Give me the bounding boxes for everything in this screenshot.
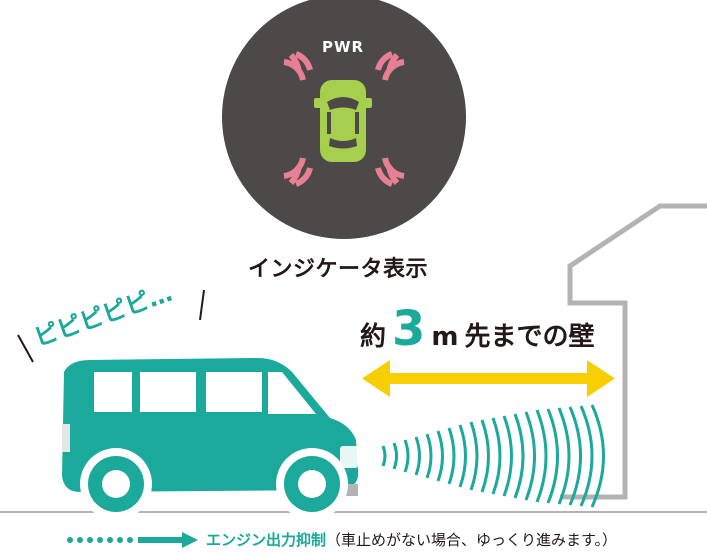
wall-outline	[560, 203, 707, 500]
distance-arrow	[362, 360, 615, 397]
distance-suffix: 先までの壁	[464, 322, 595, 352]
rear-wheel-icon	[80, 448, 152, 520]
indicator-display	[222, 0, 466, 239]
indicator-caption: インジケータ表示	[248, 257, 429, 282]
vehicle-side-view	[62, 358, 359, 520]
beep-slash-right	[199, 289, 205, 321]
wave-front-left-icon	[283, 51, 313, 81]
distance-unit: m	[431, 322, 459, 352]
distance-label: 約 3 m 先までの壁	[360, 305, 595, 353]
legend-main-text: エンジン出力抑制	[206, 530, 327, 549]
legend-arrow-icon	[67, 532, 198, 548]
front-wheel-icon	[276, 448, 348, 520]
distance-prefix: 約	[360, 322, 387, 352]
distance-value: 3	[392, 301, 426, 357]
legend: エンジン出力抑制 （車止めがない場合、ゆっくり進みます。）	[206, 528, 617, 550]
wave-rear-right-icon	[375, 157, 405, 187]
legend-note-text: （車止めがない場合、ゆっくり進みます。）	[326, 530, 618, 549]
wave-front-right-icon	[375, 51, 405, 81]
beep-slash-left	[17, 334, 34, 363]
wave-rear-left-icon	[283, 157, 313, 187]
car-top-view-icon	[314, 80, 372, 162]
sonar-waves-icon	[381, 404, 605, 508]
mode-label: PWR	[322, 38, 365, 56]
